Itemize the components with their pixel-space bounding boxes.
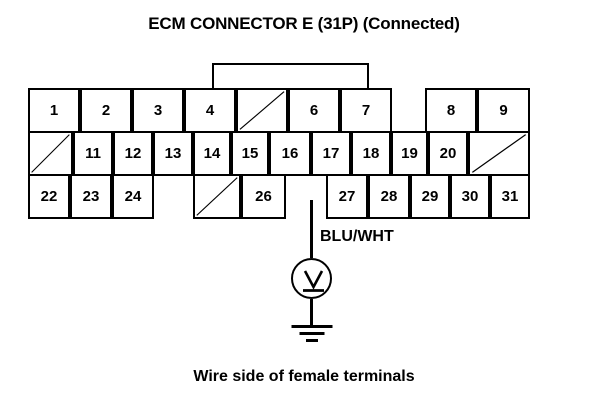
pin-cell-29: 29	[410, 174, 450, 219]
pin-cell-9: 9	[477, 88, 530, 133]
pin-cell-22: 22	[28, 174, 70, 219]
pin-cell-empty	[28, 131, 73, 176]
pin-cell-17: 17	[311, 131, 351, 176]
ground-bar-2	[299, 332, 324, 335]
pin-cell-15: 15	[231, 131, 269, 176]
ground-lead	[310, 299, 313, 326]
ground-bar-1	[291, 325, 332, 328]
pin-cell-27: 27	[326, 174, 368, 219]
pin-cell-12: 12	[113, 131, 153, 176]
pin-cell-1: 1	[28, 88, 80, 133]
probe-wire-vertical	[310, 200, 313, 258]
pin-cell-16: 16	[269, 131, 311, 176]
pin-cell-11: 11	[73, 131, 113, 176]
connector-locking-tab	[212, 63, 369, 90]
pin-cell-18: 18	[351, 131, 391, 176]
pin-cell-20: 20	[428, 131, 468, 176]
pin-number-label: 20	[439, 145, 457, 162]
pin-cell-24: 24	[112, 174, 154, 219]
ground-symbol	[291, 325, 332, 345]
pin-cell-13: 13	[153, 131, 193, 176]
pin-number-label: 15	[241, 145, 259, 162]
pin-cell-31: 31	[490, 174, 530, 219]
pin-number-label: 2	[101, 102, 111, 119]
blank-slash-icon	[239, 91, 285, 130]
pin-cell-28: 28	[368, 174, 410, 219]
pin-cell-30: 30	[450, 174, 490, 219]
pin-cell-14: 14	[193, 131, 231, 176]
pin-number-label: 27	[338, 188, 356, 205]
pin-number-label: 4	[205, 102, 215, 119]
pin-number-label: 30	[461, 188, 479, 205]
diagram-title: ECM CONNECTOR E (31P) (Connected)	[148, 14, 460, 33]
pin-number-label: 16	[281, 145, 299, 162]
ground-bar-3	[305, 339, 318, 342]
blank-slash-icon	[31, 134, 70, 173]
pin-cell-6: 6	[288, 88, 340, 133]
pin-cell-3: 3	[132, 88, 184, 133]
pin-number-label: 31	[501, 188, 519, 205]
pin-cell-empty	[468, 131, 530, 176]
pin-number-label: 11	[85, 145, 101, 162]
pin-number-label: 17	[322, 145, 340, 162]
pin-number-label: 14	[203, 145, 221, 162]
diagram-caption: Wire side of female terminals	[193, 368, 415, 385]
pin-number-label: 9	[499, 102, 508, 119]
pin-cell-26: 26	[241, 174, 286, 219]
wire-color-label: BLU/WHT	[320, 228, 394, 245]
pin-number-label: 13	[164, 145, 182, 162]
pin-number-label: 3	[153, 102, 163, 119]
blank-slash-icon	[471, 134, 527, 173]
pin-cell-empty	[236, 88, 288, 133]
voltmeter-symbol	[291, 258, 332, 299]
pin-number-label: 18	[362, 145, 380, 162]
pin-number-label: 22	[40, 188, 58, 205]
pin-number-label: 26	[255, 188, 272, 205]
pin-number-label: 7	[361, 102, 371, 119]
pin-number-label: 6	[309, 102, 319, 119]
pin-number-label: 1	[49, 102, 59, 119]
pin-number-label: 28	[380, 188, 398, 205]
pin-number-label: 24	[124, 188, 142, 205]
pin-number-label: 19	[401, 145, 418, 162]
pin-cell-4: 4	[184, 88, 236, 133]
pin-number-label: 8	[446, 102, 456, 119]
pin-cell-2: 2	[80, 88, 132, 133]
pin-cell-empty	[193, 174, 241, 219]
pin-number-label: 29	[421, 188, 439, 205]
voltmeter-glyph	[303, 270, 324, 292]
pin-cell-7: 7	[340, 88, 392, 133]
pin-number-label: 12	[124, 145, 142, 162]
pin-cell-19: 19	[391, 131, 428, 176]
pin-cell-23: 23	[70, 174, 112, 219]
pin-number-label: 23	[82, 188, 100, 205]
blank-slash-icon	[196, 177, 238, 216]
pin-cell-8: 8	[425, 88, 477, 133]
